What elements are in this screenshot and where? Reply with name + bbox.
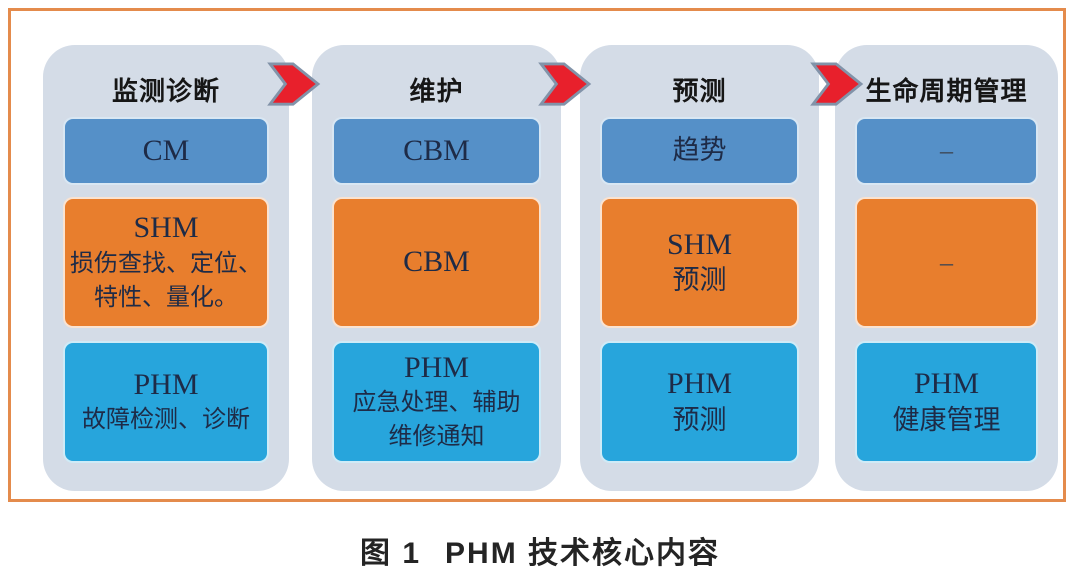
arrow-right-icon-2 — [538, 61, 592, 107]
box-text-line: – — [940, 247, 953, 277]
arrow-right-icon-1 — [267, 61, 321, 107]
box-phm-fault-detection: PHM 故障检测、诊断 — [63, 341, 269, 463]
column-header-maintenance: 维护 — [409, 75, 464, 106]
box-text-line: PHM — [913, 367, 980, 401]
column-header-prediction: 预测 — [672, 75, 727, 106]
arrow-right-icon-3 — [810, 61, 864, 107]
box-text-line: CM — [142, 133, 190, 167]
box-phm-prediction: PHM 预测 — [600, 341, 799, 463]
figure-caption-title: PHM 技术核心内容 — [445, 537, 721, 570]
box-cm: CM — [63, 117, 269, 185]
box-text-line: SHM — [666, 227, 733, 261]
box-phm-emergency: PHM 应急处理、辅助 维修通知 — [332, 341, 541, 463]
box-lifecycle-blue-empty: – — [855, 117, 1038, 185]
figure-caption: 图 1 PHM 技术核心内容 — [0, 528, 1080, 572]
box-text-line: 健康管理 — [892, 404, 1001, 435]
box-cbm-orange: CBM — [332, 197, 541, 328]
box-text-line: CBM — [403, 245, 470, 279]
box-shm-damage: SHM 损伤查找、定位、 特性、量化。 — [63, 197, 269, 328]
box-lifecycle-orange-empty: – — [855, 197, 1038, 328]
column-prediction: 预测 趋势 SHM 预测 PHM 预测 — [580, 45, 819, 491]
box-text-line: PHM — [666, 367, 733, 401]
column-header-monitoring-diagnosis: 监测诊断 — [111, 75, 220, 106]
box-text-line: 特性、量化。 — [94, 284, 238, 311]
box-text-line: 故障检测、诊断 — [82, 407, 250, 434]
box-text-line: 趋势 — [672, 135, 727, 166]
column-maintenance: 维护 CBM CBM PHM 应急处理、辅助 维修通知 — [312, 45, 561, 491]
box-trend: 趋势 — [600, 117, 799, 185]
box-text-line: 维修通知 — [388, 424, 485, 451]
column-monitoring-diagnosis: 监测诊断 CM SHM 损伤查找、定位、 特性、量化。 PHM 故障检测、诊断 — [43, 45, 289, 491]
box-text-line: CBM — [403, 133, 470, 167]
box-text-line: 预测 — [672, 404, 727, 435]
box-phm-health-management: PHM 健康管理 — [855, 341, 1038, 463]
box-text-line: PHM — [133, 367, 199, 401]
box-text-line: – — [940, 136, 953, 166]
box-text-line: SHM — [133, 211, 199, 245]
box-text-line: 应急处理、辅助 — [352, 390, 521, 417]
figure-caption-label: 图 1 — [359, 537, 422, 570]
column-lifecycle-management: 生命周期管理 – – PHM 健康管理 — [835, 45, 1058, 491]
box-text-line: PHM — [403, 350, 470, 384]
box-text-line: 预测 — [672, 265, 727, 296]
diagram-frame: 监测诊断 CM SHM 损伤查找、定位、 特性、量化。 PHM 故障检测、诊断 … — [8, 8, 1066, 502]
box-cbm-blue: CBM — [332, 117, 541, 185]
column-header-lifecycle-management: 生命周期管理 — [865, 75, 1028, 106]
box-shm-prediction: SHM 预测 — [600, 197, 799, 328]
box-text-line: 损伤查找、定位、 — [70, 250, 262, 277]
